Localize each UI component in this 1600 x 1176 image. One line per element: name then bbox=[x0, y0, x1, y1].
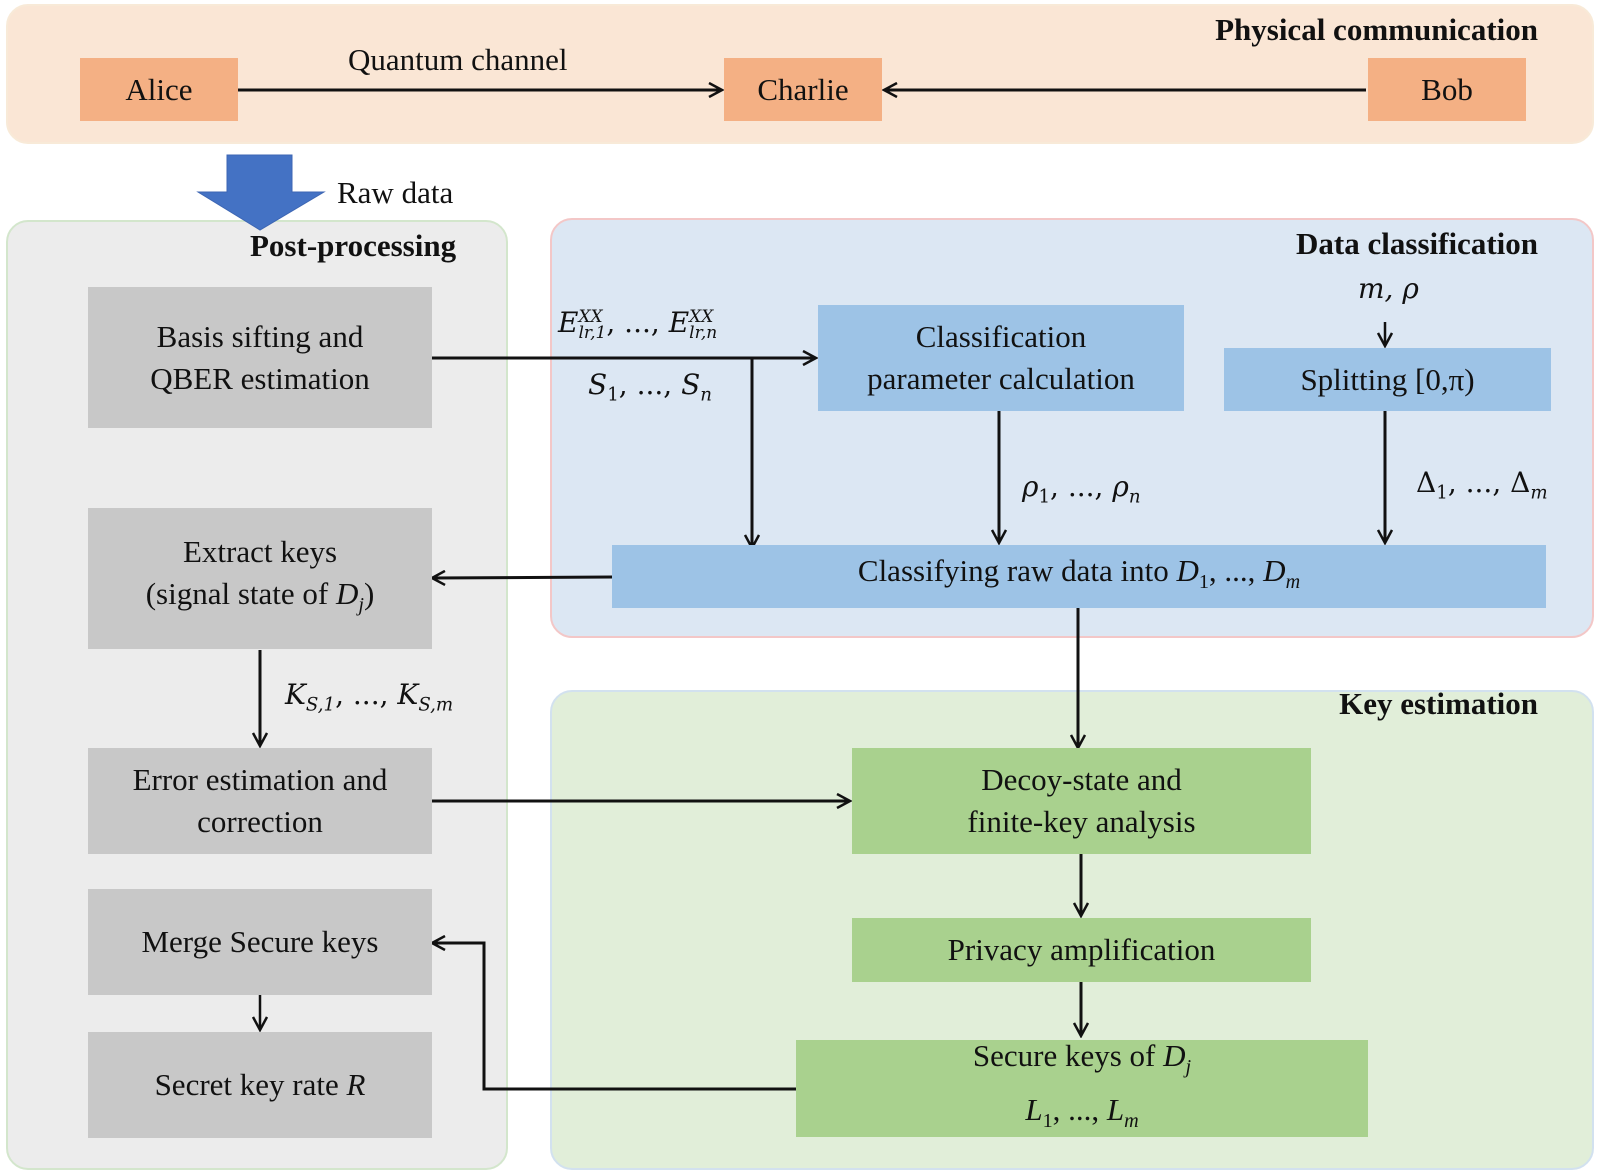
basis-sifting-line1: Basis sifting and bbox=[156, 318, 364, 354]
charlie-box: Charlie bbox=[724, 58, 882, 121]
bob-label: Bob bbox=[1421, 71, 1473, 107]
s-annotation: S1, ..., Sn bbox=[588, 368, 712, 406]
splitting-box: Splitting [0,π) bbox=[1224, 348, 1551, 411]
merge-secure-keys-box: Merge Secure keys bbox=[88, 889, 432, 995]
post-processing-title: Post-processing bbox=[250, 228, 457, 263]
physical-communication-title: Physical communication bbox=[1215, 12, 1538, 47]
delta-annotation: Δ1, ..., Δm bbox=[1416, 466, 1548, 504]
error-correction-box: Error estimation and correction bbox=[88, 748, 432, 854]
key-estimation-title: Key estimation bbox=[1339, 686, 1538, 721]
extract-keys-line2: (signal state of Dj) bbox=[145, 575, 375, 617]
secure-keys-line1: Secure keys of Dj bbox=[972, 1038, 1192, 1079]
decoy-state-line2: finite-key analysis bbox=[967, 804, 1196, 839]
secret-key-rate-label: Secret key rate R bbox=[154, 1067, 366, 1102]
alice-label: Alice bbox=[125, 71, 193, 107]
classifying-raw-data-label: Classifying raw data into D1, ..., Dm bbox=[857, 552, 1301, 594]
classify-to-extract-arrow bbox=[432, 577, 613, 578]
secure-to-merge-arrow bbox=[432, 943, 796, 1091]
rho-annotation: ρ1, ..., ρn bbox=[1022, 470, 1141, 508]
charlie-label: Charlie bbox=[757, 71, 849, 107]
secure-keys-box: Secure keys of Dj L1, ..., Lm bbox=[796, 1038, 1368, 1137]
classifying-raw-data-box: Classifying raw data into D1, ..., Dm bbox=[612, 545, 1546, 608]
secure-keys-line2: L1, ..., Lm bbox=[1025, 1091, 1139, 1132]
privacy-amplification-label: Privacy amplification bbox=[947, 932, 1216, 967]
basis-sifting-line2: QBER estimation bbox=[150, 360, 370, 396]
quantum-channel-label: Quantum channel bbox=[348, 42, 568, 77]
basis-sifting-box: Basis sifting and QBER estimation bbox=[88, 287, 432, 428]
raw-data-arrow-icon bbox=[196, 154, 326, 231]
decoy-state-box: Decoy-state and finite-key analysis bbox=[852, 748, 1311, 854]
classification-parameter-box: Classification parameter calculation bbox=[818, 305, 1184, 411]
bob-box: Bob bbox=[1368, 58, 1526, 121]
classification-parameter-line2: parameter calculation bbox=[867, 361, 1135, 396]
splitting-label: Splitting [0,π) bbox=[1300, 361, 1475, 397]
classification-parameter-line1: Classification bbox=[915, 319, 1087, 354]
m-rho-annotation: m, ρ bbox=[1358, 272, 1419, 305]
privacy-amplification-box: Privacy amplification bbox=[852, 918, 1311, 982]
decoy-state-line1: Decoy-state and bbox=[981, 762, 1182, 797]
secret-key-rate-box: Secret key rate R bbox=[88, 1032, 432, 1138]
extract-keys-line1: Extract keys bbox=[182, 533, 338, 569]
data-classification-title: Data classification bbox=[1296, 226, 1538, 261]
error-correction-line2: correction bbox=[197, 804, 323, 839]
error-correction-line1: Error estimation and bbox=[132, 762, 388, 797]
alice-box: Alice bbox=[80, 58, 238, 121]
merge-secure-keys-label: Merge Secure keys bbox=[141, 924, 379, 959]
raw-data-label: Raw data bbox=[337, 175, 454, 210]
extract-keys-box: Extract keys (signal state of Dj) bbox=[88, 508, 432, 649]
k-annotation: KS,1, ..., KS,m bbox=[285, 678, 454, 716]
